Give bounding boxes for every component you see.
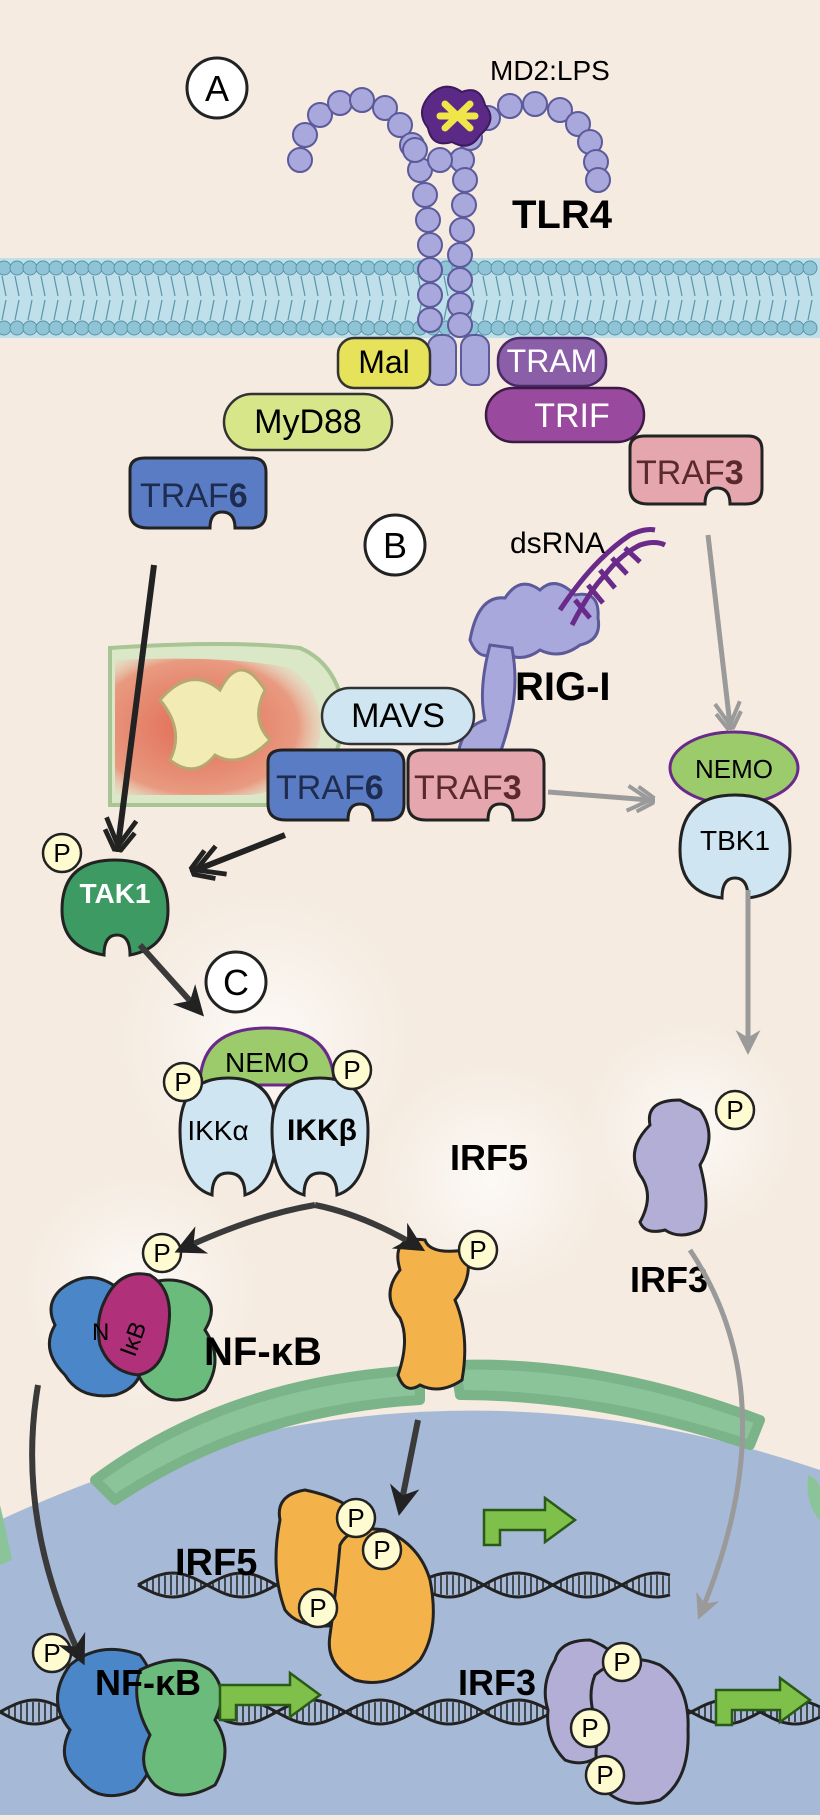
irf3-top-label: IRF3 — [630, 1259, 708, 1300]
svg-text:TRAF6: TRAF6 — [140, 477, 248, 515]
md2-lps-label: MD2:LPS — [490, 55, 610, 86]
panel-c-marker: C — [206, 952, 266, 1012]
mavs-protein: MAVS — [322, 688, 474, 744]
ikk-beta-label: IKKβ — [287, 1114, 357, 1147]
myd88-protein: MyD88 — [224, 394, 392, 450]
svg-text:P: P — [469, 1235, 486, 1265]
svg-text:P: P — [581, 1713, 598, 1743]
svg-text:P: P — [153, 1238, 170, 1268]
svg-text:P: P — [726, 1095, 743, 1125]
svg-text:A: A — [205, 68, 229, 109]
nfkb-n-label: N — [92, 1319, 109, 1346]
nfkb-top-label: NF-κB — [204, 1330, 322, 1374]
nfkb-nuc-label: NF-κB — [95, 1662, 201, 1703]
mito-cristae — [160, 670, 270, 769]
svg-text:MyD88: MyD88 — [254, 403, 362, 441]
plasma-membrane — [0, 258, 820, 338]
svg-text:TRAF3: TRAF3 — [636, 454, 744, 492]
svg-text:P: P — [613, 1647, 630, 1677]
svg-text:P: P — [43, 1638, 60, 1668]
tlr4-label: TLR4 — [512, 193, 613, 237]
svg-text:B: B — [383, 525, 407, 566]
svg-text:TRAF3: TRAF3 — [414, 769, 522, 807]
svg-text:TRAM: TRAM — [507, 343, 598, 379]
nemo-center-label: NEMO — [225, 1047, 309, 1078]
panel-b-marker: B — [365, 515, 425, 575]
ikk-alpha-label: IKKα — [187, 1115, 248, 1146]
svg-text:P: P — [343, 1055, 360, 1085]
irf3-nuc-label: IRF3 — [458, 1662, 536, 1703]
traf3-mid-protein: TRAF3 — [408, 750, 544, 820]
rig-i-label: RIG-I — [515, 665, 611, 709]
panel-a-marker: A — [187, 58, 247, 118]
dsrna-label: dsRNA — [510, 527, 605, 560]
svg-text:MAVS: MAVS — [351, 697, 445, 735]
svg-text:NEMO: NEMO — [695, 754, 773, 784]
traf6-mid-protein: TRAF6 — [268, 750, 404, 820]
svg-text:P: P — [309, 1593, 326, 1623]
svg-text:P: P — [596, 1760, 613, 1790]
traf3-top-protein: TRAF3 — [630, 436, 762, 504]
tram-protein: TRAM — [498, 338, 606, 386]
svg-text:TBK1: TBK1 — [700, 825, 770, 856]
nemo-right-protein: NEMO — [670, 732, 798, 804]
svg-text:C: C — [223, 962, 249, 1003]
svg-text:TRIF: TRIF — [534, 397, 610, 435]
svg-text:P: P — [347, 1503, 364, 1533]
mal-protein: Mal — [338, 338, 430, 388]
tak1-phospho: P — [43, 834, 81, 872]
svg-text:TRAF6: TRAF6 — [276, 769, 384, 807]
svg-text:P: P — [373, 1535, 390, 1565]
svg-text:TAK1: TAK1 — [79, 878, 150, 909]
irf5-top-label: IRF5 — [450, 1137, 528, 1178]
traf6-top-protein: TRAF6 — [130, 458, 266, 528]
svg-text:P: P — [174, 1067, 191, 1097]
irf5-nuc-label: IRF5 — [175, 1542, 257, 1584]
trif-protein: TRIF — [486, 388, 644, 442]
svg-text:Mal: Mal — [358, 344, 410, 380]
svg-text:P: P — [53, 838, 70, 868]
